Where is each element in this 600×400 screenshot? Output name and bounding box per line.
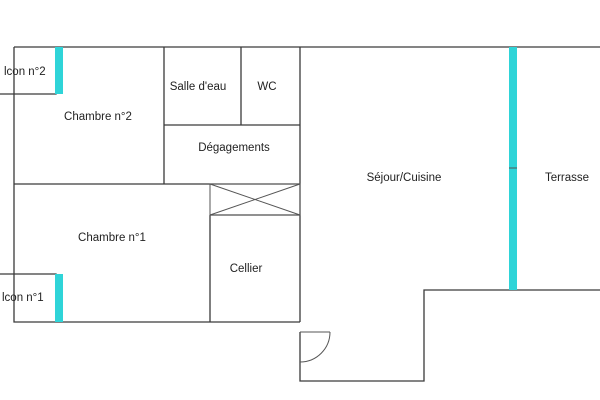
- room-label-hallway: Dégagements: [198, 142, 270, 154]
- outer-wall-west: [13, 47, 300, 323]
- outer-wall-south-living: [299, 289, 600, 382]
- room-label-bathroom: Salle d'eau: [170, 81, 227, 93]
- room-label-living-kitchen: Séjour/Cuisine: [367, 172, 442, 184]
- room-label-terrace: Terrasse: [545, 172, 589, 184]
- window-balcony-1: [55, 274, 63, 322]
- room-label-bedroom-1: Chambre n°1: [78, 232, 146, 244]
- room-label-bedroom-2: Chambre n°2: [64, 111, 132, 123]
- entrance-door-swing: [299, 331, 331, 363]
- open-passage: [209, 183, 301, 216]
- room-label-balcony-1: lcon n°1: [2, 292, 44, 304]
- room-label-storage: Cellier: [230, 263, 263, 275]
- room-label-balcony-2: lcon n°2: [4, 66, 46, 78]
- room-label-wc: WC: [257, 81, 276, 93]
- open-passage-cross-b: [209, 183, 301, 216]
- window-balcony-2: [55, 47, 63, 94]
